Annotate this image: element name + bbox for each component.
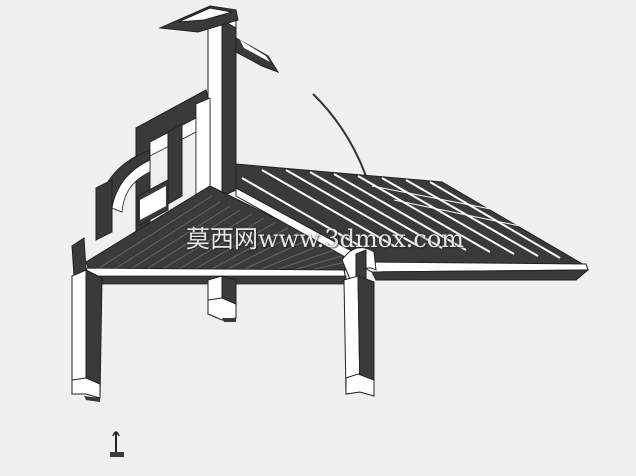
curved-rod: [312, 93, 367, 177]
front-right-post: [343, 275, 375, 397]
axis-marker-icon: [110, 431, 124, 457]
middle-post: [207, 275, 237, 322]
roof-panel: [235, 163, 590, 281]
front-left-post: [71, 237, 103, 402]
chimney-post: [158, 5, 280, 197]
